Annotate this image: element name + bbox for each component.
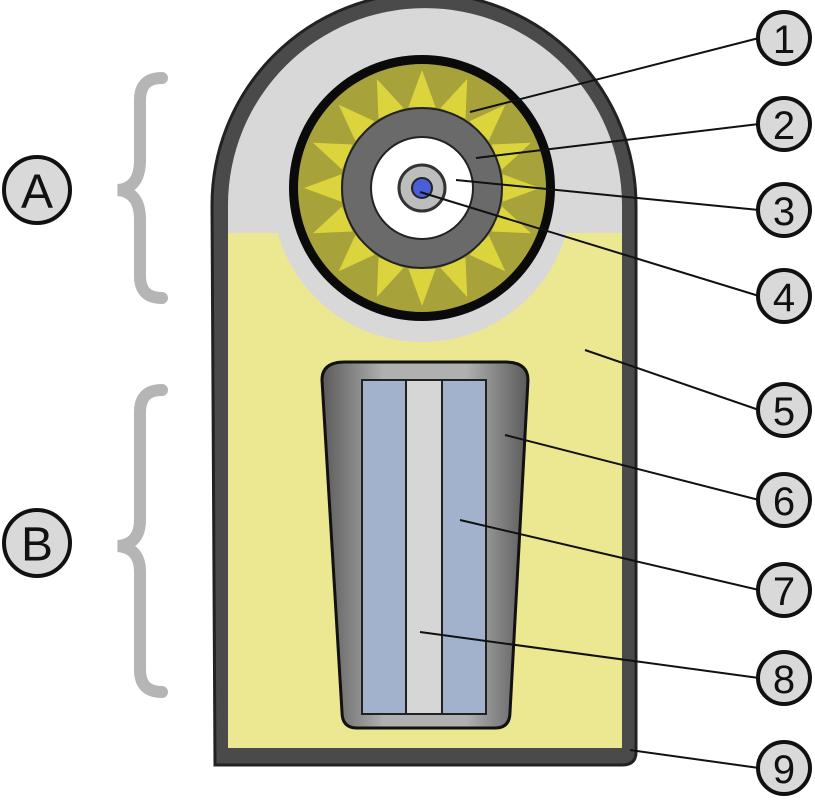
leader-3 [455,179,760,211]
rod-center [405,379,443,715]
svg-text:2: 2 [773,104,795,148]
lens-point [440,79,468,119]
svg-text:7: 7 [773,570,795,614]
callout-1: 1 [756,10,812,66]
leader-4 [419,191,760,297]
lens-point [469,235,506,272]
lens-point [338,104,375,141]
lens-point [408,70,436,108]
lens-point [304,174,342,202]
leader-lines [419,37,760,769]
svg-text:5: 5 [773,390,795,434]
blue-core [411,177,433,199]
callout-4: 4 [756,268,812,324]
bracket-a [117,72,168,304]
lens-point [338,235,375,272]
leader-9 [629,749,760,769]
svg-text:3: 3 [773,190,795,234]
secondary-assembly [320,360,530,730]
leader-2 [475,123,760,159]
leader-5 [584,349,760,411]
lens-point [376,79,404,119]
lens-point [313,142,353,170]
rod-right [441,379,487,715]
svg-text:9: 9 [773,748,795,792]
lens-point [502,174,540,202]
lens-point [491,142,531,170]
lens-point [469,104,506,141]
svg-text:4: 4 [773,276,795,320]
svg-text:A: A [21,166,53,219]
leader-1 [469,37,760,113]
svg-text:1: 1 [773,18,795,62]
lens-point [313,206,353,234]
lens-point [376,257,404,297]
leader-6 [504,434,760,501]
section-label-a: A [2,155,72,225]
lens-point [440,257,468,297]
callout-2: 2 [756,96,812,152]
callout-5: 5 [756,382,812,438]
callout-7: 7 [756,562,812,618]
lens-point [408,268,436,306]
svg-text:B: B [21,519,53,572]
svg-text:8: 8 [773,658,795,702]
callout-6: 6 [756,472,812,528]
primary-assembly [289,55,555,321]
section-label-b: B [2,508,72,578]
callout-9: 9 [756,740,812,796]
leader-8 [419,631,760,679]
callout-8: 8 [756,650,812,706]
leader-7 [459,519,760,591]
rod-left [361,379,407,715]
svg-text:6: 6 [773,480,795,524]
callout-3: 3 [756,182,812,238]
bracket-b [117,384,168,698]
